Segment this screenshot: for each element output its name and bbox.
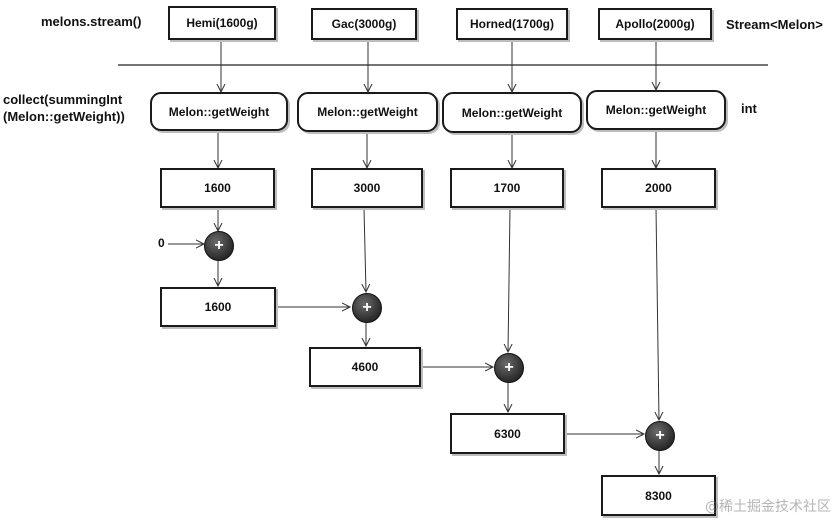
collector-label-line1: collect(summingInt [3,92,123,107]
mapped-type-label: int [741,101,757,116]
weight-box-1: 1600 [160,168,275,208]
mapper-pill-2: Melon::getWeight [297,92,438,132]
running-sum-box-2: 4600 [309,347,421,387]
running-sum-box-1: 1600 [160,287,276,327]
melon-box-gac: Gac(3000g) [311,8,417,40]
collector-label-line2: (Melon::getWeight)) [3,109,125,124]
weight-box-2: 3000 [311,168,423,208]
mapper-pill-1: Melon::getWeight [150,92,288,131]
running-sum-box-3: 6300 [450,413,565,454]
stream-type-label: Stream<Melon> [726,17,823,32]
mapper-pill-3: Melon::getWeight [442,92,582,133]
source-label: melons.stream() [41,14,142,29]
arrow-weight-3-to-plus [508,207,510,352]
plus-node-3: + [494,353,524,383]
plus-node-4: + [645,421,675,451]
plus-node-2: + [352,293,382,323]
mapper-pill-4: Melon::getWeight [586,90,726,130]
arrow-weight-4-to-plus [656,207,659,420]
melon-box-horned: Horned(1700g) [456,8,568,40]
melon-box-hemi: Hemi(1600g) [168,6,276,40]
zero-label: 0 [158,236,165,250]
weight-box-3: 1700 [450,168,564,208]
weight-box-4: 2000 [601,168,716,208]
plus-node-1: + [204,231,234,261]
running-sum-box-4: 8300 [601,475,716,516]
arrow-weight-2-to-plus [364,207,366,292]
watermark: @稀土掘金技术社区 [705,499,831,515]
melon-box-apollo: Apollo(2000g) [598,8,712,40]
